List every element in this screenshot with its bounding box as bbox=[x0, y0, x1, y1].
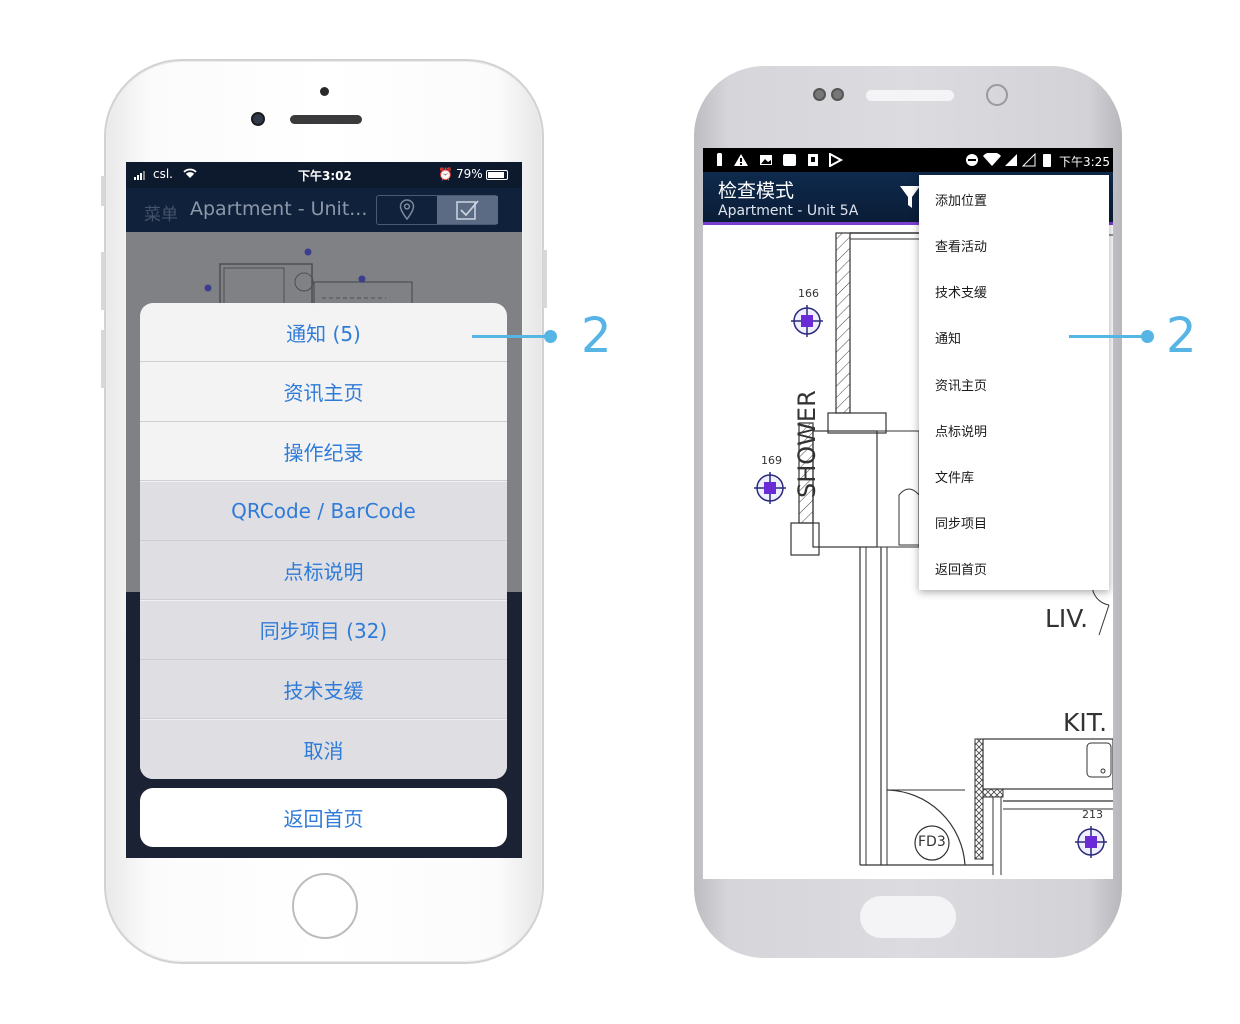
battery-icon bbox=[486, 170, 508, 180]
ios-status-bar: csl. 下午3:02 ⏰ 79% bbox=[126, 162, 522, 188]
menu-view-activity[interactable]: 查看活动 bbox=[935, 240, 988, 255]
action-notifications[interactable]: 通知 (5) bbox=[140, 303, 507, 362]
return-home-button[interactable]: 返回首页 bbox=[140, 788, 507, 847]
android-screen: 下午3:25 检查模式 Apartment - Unit 5A bbox=[703, 148, 1113, 879]
system-icons bbox=[966, 153, 1051, 167]
location-pin-icon[interactable] bbox=[377, 196, 437, 224]
earpiece-speaker bbox=[290, 115, 362, 124]
wifi-icon bbox=[182, 167, 198, 182]
marker-213-label: 213 bbox=[1082, 808, 1103, 821]
front-camera bbox=[251, 112, 265, 126]
callout-number-right: 2 bbox=[1166, 308, 1197, 364]
android-status-bar: 下午3:25 bbox=[703, 148, 1113, 172]
volume-down-button bbox=[101, 330, 105, 388]
action-info-home[interactable]: 资讯主页 bbox=[140, 363, 507, 422]
menu-add-location[interactable]: 添加位置 bbox=[935, 194, 988, 209]
callout-line-right bbox=[1069, 335, 1147, 338]
notification-icons bbox=[717, 153, 844, 167]
action-cancel[interactable]: 取消 bbox=[140, 719, 507, 779]
menu-file-library[interactable]: 文件库 bbox=[935, 471, 975, 486]
menu-info-home[interactable]: 资讯主页 bbox=[935, 379, 988, 394]
carrier-label: csl. bbox=[153, 167, 173, 181]
checkbox-icon[interactable] bbox=[437, 196, 498, 224]
segmented-control bbox=[376, 195, 498, 225]
app-bar-title: 检查模式 bbox=[718, 180, 795, 202]
callout-dot-left bbox=[544, 330, 557, 343]
action-sheet: 通知 (5) 资讯主页 操作纪录 QRCode / BarCode 点标说明 同… bbox=[140, 303, 507, 779]
kitchen-label: KIT. bbox=[1063, 708, 1108, 737]
earpiece-speaker bbox=[866, 90, 954, 101]
mute-switch bbox=[101, 176, 105, 206]
nav-title: Apartment - Unit... bbox=[190, 198, 368, 220]
action-qrcode[interactable]: QRCode / BarCode bbox=[140, 481, 507, 541]
action-operation-log[interactable]: 操作纪录 bbox=[140, 422, 507, 481]
shower-label: SHOWER bbox=[793, 390, 821, 498]
volume-up-button bbox=[101, 252, 105, 310]
android-clock: 下午3:25 bbox=[1059, 155, 1110, 169]
menu-tech-support[interactable]: 技术支缓 bbox=[935, 286, 988, 301]
menu-return-home[interactable]: 返回首页 bbox=[935, 563, 988, 578]
marker-166-label: 166 bbox=[798, 287, 819, 300]
callout-line-left bbox=[472, 335, 550, 338]
proximity-sensor bbox=[831, 88, 844, 101]
front-camera bbox=[813, 88, 826, 101]
home-button[interactable] bbox=[292, 873, 358, 939]
action-marker-legend[interactable]: 点标说明 bbox=[140, 541, 507, 600]
filter-icon[interactable] bbox=[899, 184, 921, 210]
app-bar-underline bbox=[703, 222, 1113, 225]
marker-213[interactable] bbox=[1075, 826, 1107, 858]
door-label: FD3 bbox=[918, 834, 946, 850]
proximity-sensor bbox=[320, 87, 329, 96]
signal-icon bbox=[134, 169, 148, 183]
app-bar-subtitle: Apartment - Unit 5A bbox=[718, 203, 859, 219]
floor-plan-drawing bbox=[754, 232, 1113, 875]
power-button bbox=[543, 250, 547, 308]
marker-166[interactable] bbox=[791, 305, 823, 337]
ios-navigation-bar: 菜单 Apartment - Unit... bbox=[126, 188, 522, 232]
menu-notifications[interactable]: 通知 bbox=[935, 332, 962, 347]
marker-169[interactable] bbox=[754, 472, 786, 504]
callout-number-left: 2 bbox=[581, 308, 612, 364]
light-sensor bbox=[986, 84, 1008, 106]
menu-marker-legend[interactable]: 点标说明 bbox=[935, 425, 988, 440]
iphone-screen: csl. 下午3:02 ⏰ 79% 菜单 Apartment - Unit... bbox=[126, 162, 522, 858]
battery-percent: 79% bbox=[456, 167, 483, 181]
overflow-menu: 添加位置 查看活动 技术支缓 通知 资讯主页 点标说明 文件库 同步项目 返回首… bbox=[919, 175, 1109, 590]
ios-clock: 下午3:02 bbox=[298, 169, 352, 183]
alarm-icon: ⏰ bbox=[438, 167, 453, 181]
callout-dot-right bbox=[1141, 330, 1154, 343]
menu-sync-items[interactable]: 同步项目 bbox=[935, 517, 988, 532]
action-tech-support[interactable]: 技术支缓 bbox=[140, 660, 507, 719]
action-sync-items[interactable]: 同步项目 (32) bbox=[140, 600, 507, 660]
living-label: LIV. bbox=[1045, 604, 1089, 633]
menu-button[interactable]: 菜单 bbox=[144, 205, 178, 225]
marker-169-label: 169 bbox=[761, 454, 782, 467]
home-button[interactable] bbox=[860, 896, 956, 938]
